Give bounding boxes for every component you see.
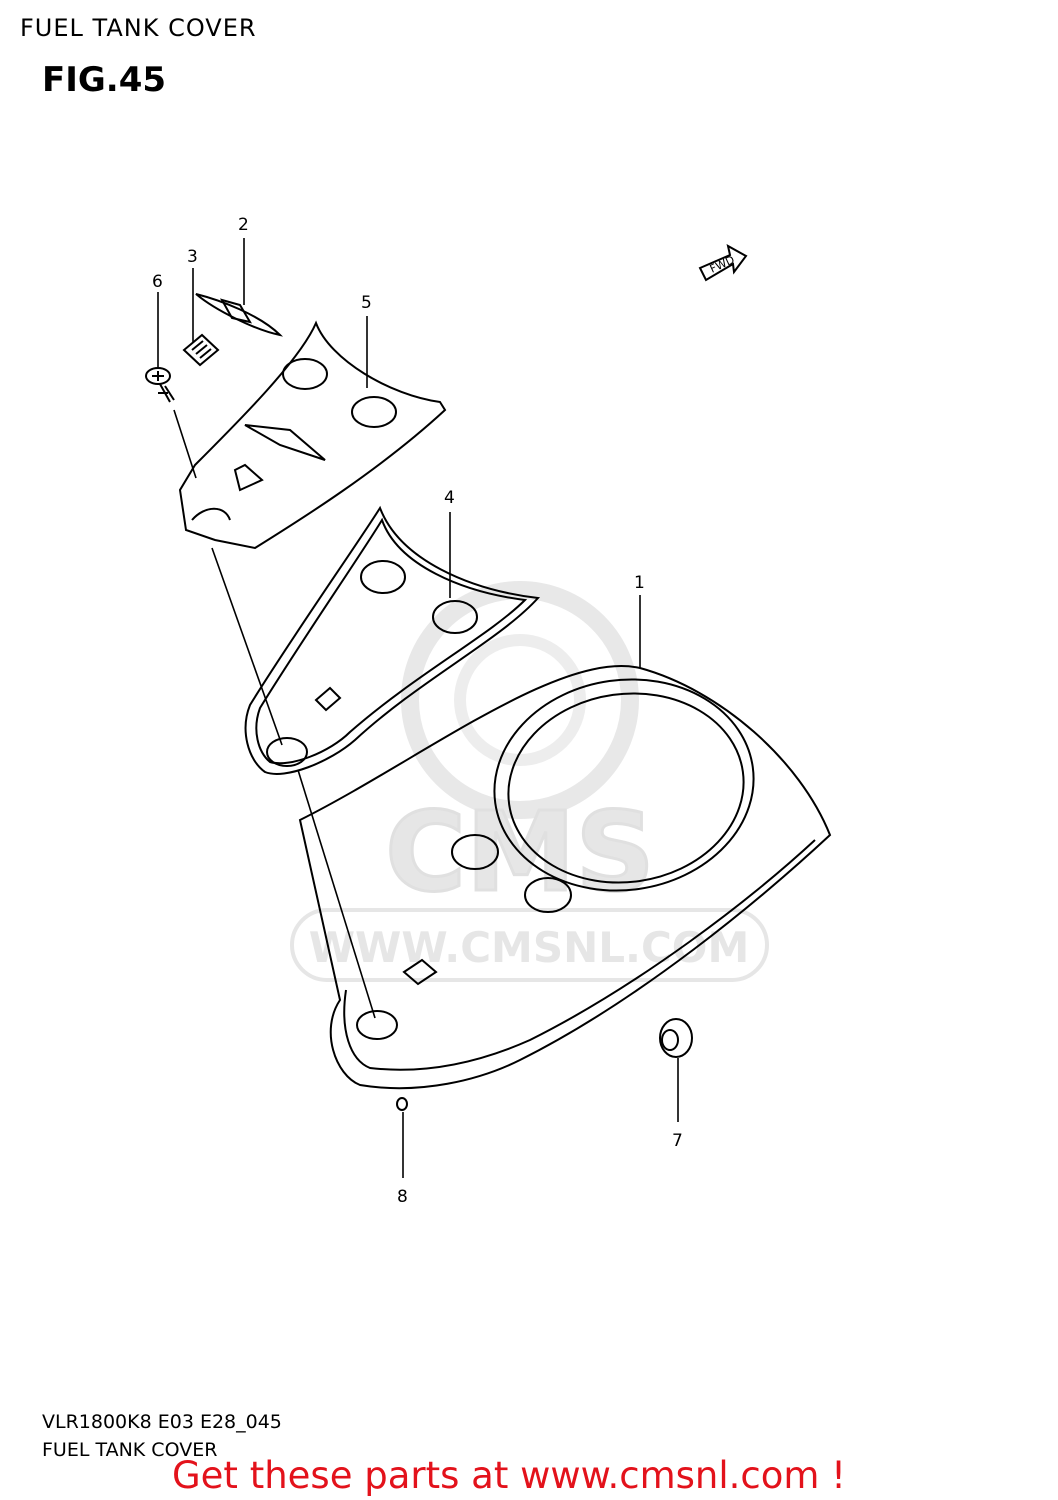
page-title: FUEL TANK COVER xyxy=(20,14,257,42)
part-5-upper-panel xyxy=(178,320,447,550)
part-2-emblem xyxy=(195,293,284,337)
part-4-gasket xyxy=(244,505,541,775)
callout-6: 6 xyxy=(152,272,163,292)
forward-arrow-icon: FWD xyxy=(698,244,748,282)
callout-3: 3 xyxy=(187,247,198,267)
assembly-lines xyxy=(173,409,376,1019)
part-7-grommet xyxy=(659,1018,693,1058)
callout-2: 2 xyxy=(238,215,249,235)
forward-label: FWD xyxy=(708,253,737,276)
callout-4: 4 xyxy=(444,488,455,508)
callouts: 2 3 6 5 4 1 7 8 xyxy=(152,215,683,1207)
part-1-fuel-tank-cover xyxy=(298,665,832,1090)
figure-number: FIG.45 xyxy=(42,60,167,100)
part-3-badge xyxy=(182,333,220,367)
callout-5: 5 xyxy=(361,293,372,313)
parts-link[interactable]: Get these parts at www.cmsnl.com ! xyxy=(172,1454,847,1497)
footer-title: FUEL TANK COVER xyxy=(42,1439,218,1461)
leader-lines xyxy=(157,238,679,1178)
callout-8: 8 xyxy=(397,1187,408,1207)
part-6-screw xyxy=(145,367,175,403)
part-8-clip xyxy=(396,1097,408,1111)
callout-7: 7 xyxy=(672,1131,683,1151)
diagram-code: VLR1800K8 E03 E28_045 xyxy=(42,1411,282,1433)
callout-1: 1 xyxy=(634,573,645,593)
